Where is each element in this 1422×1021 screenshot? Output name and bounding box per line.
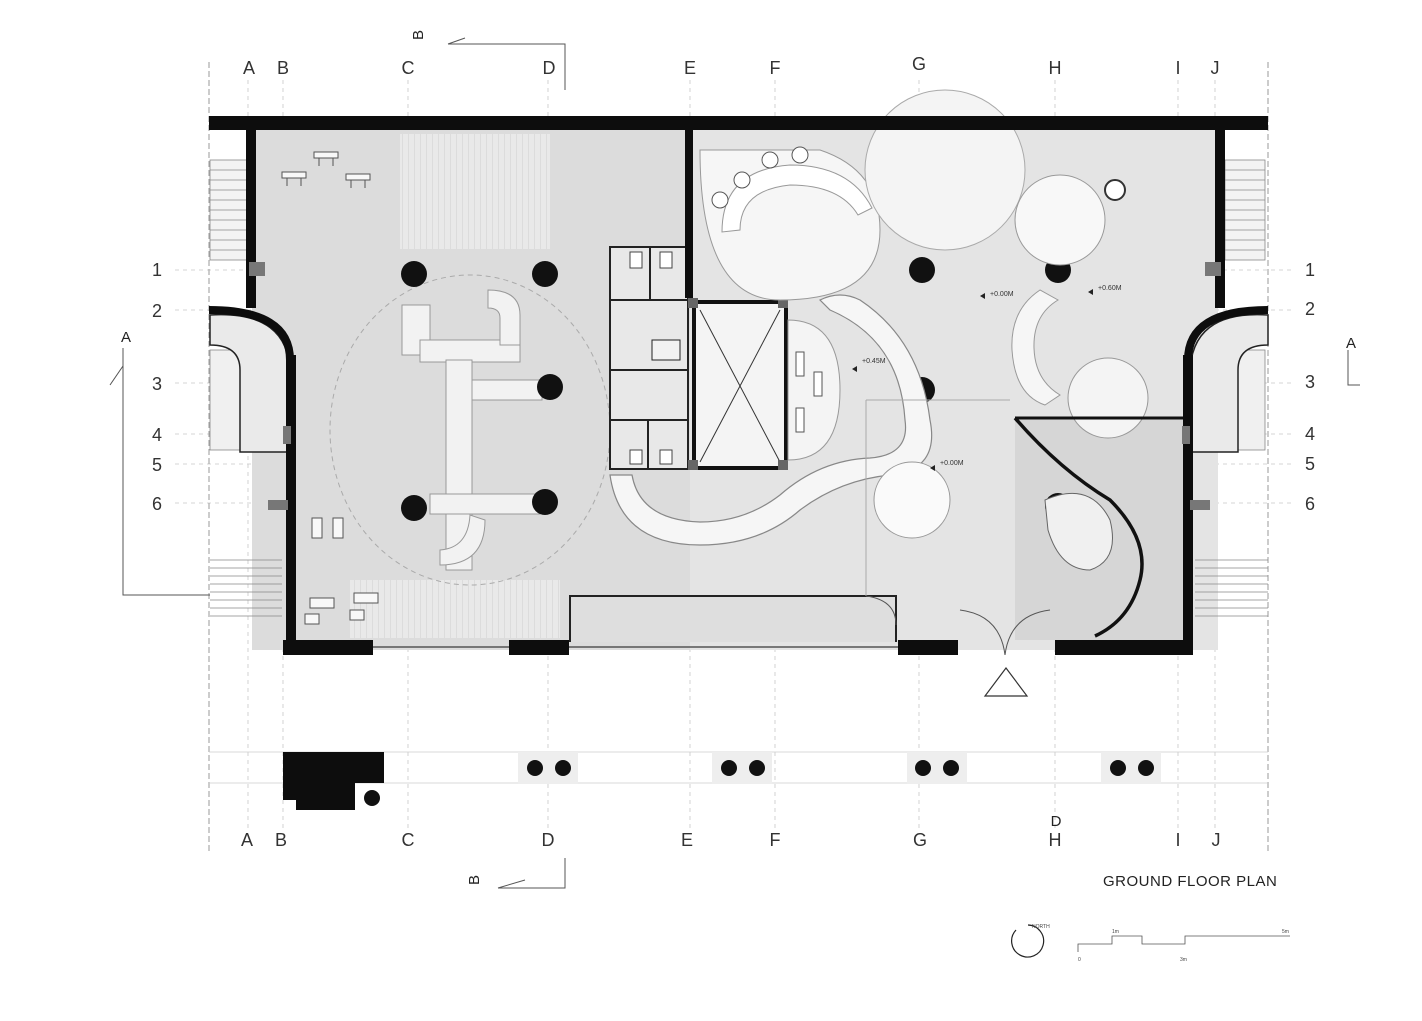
- row-label-5-left: 5: [152, 455, 162, 475]
- section-markers: [109, 37, 1360, 889]
- scale-label-5: 5m: [1282, 929, 1289, 935]
- scale-label-1: 1m: [1112, 929, 1119, 935]
- curved-partition-wall: [1013, 416, 1144, 638]
- grid-label-c-bottom: C: [402, 830, 415, 850]
- stairs-left: [209, 159, 282, 617]
- grid-labels-bottom: A B C D E F G H I J: [241, 830, 1221, 850]
- grid-label-e-bottom: E: [681, 830, 693, 850]
- entrance-doors: [865, 595, 1051, 656]
- round-platform-right: [1014, 174, 1106, 266]
- grid-label-d-bottom: D: [542, 830, 555, 850]
- site-boundary: [208, 62, 1269, 852]
- row-label-4-left: 4: [152, 425, 162, 445]
- drum-kit: [1104, 179, 1126, 201]
- wall-piers: [249, 262, 1221, 510]
- row-label-2-left: 2: [152, 301, 162, 321]
- level-label-1: +0.00M: [990, 291, 1014, 298]
- row-labels-left: 1 2 3 4 5 6: [152, 260, 162, 514]
- grid-label-g-top: G: [912, 54, 926, 74]
- section-a-left: A: [121, 329, 131, 346]
- grid-labels-top: A B C D E F G H I J: [243, 54, 1220, 78]
- grid-label-i-top: I: [1175, 58, 1180, 78]
- lounge-sofa: [1044, 492, 1113, 571]
- exterior-column-row: [209, 751, 1268, 810]
- grid-label-a-bottom: A: [241, 830, 253, 850]
- grid-label-j-top: J: [1211, 58, 1220, 78]
- grid-label-d-top: D: [543, 58, 556, 78]
- row-labels-right: 1 2 3 4 5 6: [1305, 260, 1315, 514]
- row-label-6-right: 6: [1305, 494, 1315, 514]
- wall-curve-left: [208, 306, 294, 361]
- north-label: NORTH: [1032, 924, 1050, 930]
- wc-fixtures: [629, 251, 673, 465]
- grid-label-f-bottom: F: [770, 830, 781, 850]
- row-label-3-right: 3: [1305, 372, 1315, 392]
- scale-label-3: 3m: [1180, 957, 1187, 963]
- row-label-1-right: 1: [1305, 260, 1315, 280]
- level-label-4: +0.00M: [940, 460, 964, 467]
- grid-label-i-bottom: I: [1175, 830, 1180, 850]
- drawing-title: GROUND FLOOR PLAN: [1103, 873, 1277, 890]
- scale-bar: [1077, 935, 1290, 952]
- lounge-chairs: [304, 517, 379, 625]
- row-label-4-right: 4: [1305, 424, 1315, 444]
- grid-label-h-top: H: [1049, 58, 1062, 78]
- north-arrow-icon: [1011, 924, 1045, 958]
- scale-label-0: 0: [1078, 957, 1081, 963]
- grid-label-h-bottom: H: [1049, 830, 1062, 850]
- row-label-5-right: 5: [1305, 454, 1315, 474]
- round-platform-top: [864, 89, 1026, 251]
- grid-label-a-top: A: [243, 58, 255, 78]
- stairs-right: [1195, 159, 1268, 617]
- grid-label-g-bottom: G: [913, 830, 927, 850]
- level-label-2: +0.60M: [1098, 285, 1122, 292]
- serpentine-ramp: [609, 294, 933, 546]
- section-a-right: A: [1346, 335, 1356, 352]
- hall-tables: [281, 151, 371, 188]
- grid-label-b-top: B: [277, 58, 289, 78]
- section-b-top: B: [410, 30, 427, 40]
- grid-label-c-top: C: [402, 58, 415, 78]
- level-marker-icons: [852, 289, 1093, 471]
- section-b-bottom: B: [466, 875, 483, 885]
- exterior-walls: [209, 116, 1268, 655]
- entrance-arrow: [983, 667, 1029, 697]
- elevator-void: [688, 298, 788, 470]
- grid-label-f-top: F: [770, 58, 781, 78]
- row-label-1-left: 1: [152, 260, 162, 280]
- grid-label-e-top: E: [684, 58, 696, 78]
- curved-ramp-right: [1011, 289, 1061, 406]
- grid-label-j-bottom: J: [1212, 830, 1221, 850]
- platform-furniture: [795, 351, 823, 433]
- row-label-6-left: 6: [152, 494, 162, 514]
- row-label-3-left: 3: [152, 374, 162, 394]
- row-label-2-right: 2: [1305, 299, 1315, 319]
- toilet-block: [609, 246, 689, 470]
- grid-label-b-bottom: B: [275, 830, 287, 850]
- level-label-3: +0.45M: [862, 358, 886, 365]
- dining-tables: [711, 146, 809, 209]
- section-d: D: [1051, 813, 1062, 830]
- reception-counter: [401, 289, 543, 571]
- wall-curve-right: [1184, 306, 1269, 361]
- round-seating-right: [1067, 357, 1149, 439]
- round-platform-bottom: [873, 461, 951, 539]
